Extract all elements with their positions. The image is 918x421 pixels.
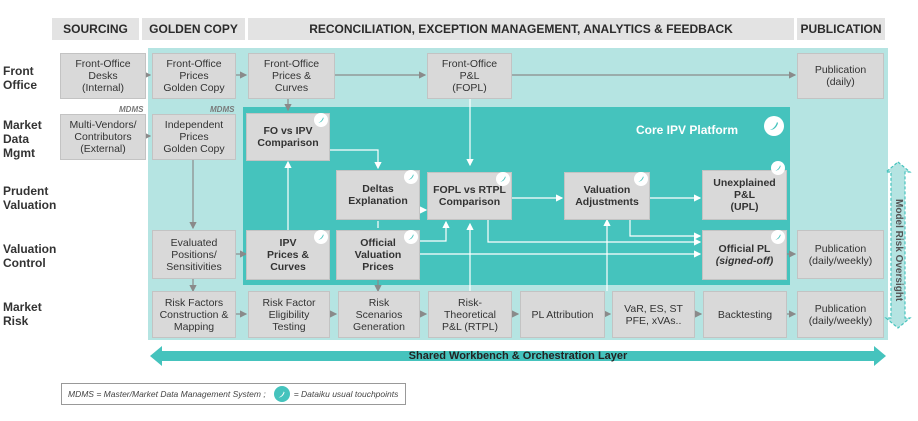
touchpoint-icon-ipv-prices [314,230,328,244]
box-rf-eligibility: Risk Factor Eligibility Testing [248,291,330,338]
box-fopl-vs-rtpl: FOPL vs RTPL Comparison [427,172,512,220]
row-label-valuation-control: Valuation Control [3,242,57,270]
box-fopl: Front-Office P&L (FOPL) [427,53,512,99]
touchpoint-icon-deltas [404,170,418,184]
box-rtpl: Risk- Theoretical P&L (RTPL) [428,291,512,338]
touchpoint-icon-official-pl [771,230,785,244]
header-reconciliation: RECONCILIATION, EXCEPTION MANAGEMENT, AN… [248,18,794,40]
box-pl-attribution: PL Attribution [520,291,605,338]
box-independent-prices: Independent Prices Golden Copy [152,114,236,160]
header-publication: PUBLICATION [797,18,885,40]
legend-dataiku-text: = Dataiku usual touchpoints [293,389,399,399]
box-publication-daily: Publication (daily) [797,53,884,99]
row-label-prudent-valuation: Prudent Valuation [3,184,57,212]
touchpoint-icon-valuation-adj [634,172,648,186]
box-evaluated-positions: Evaluated Positions/ Sensitivities [152,230,236,279]
box-multi-vendors: Multi-Vendors/ Contributors (External) [60,114,146,160]
touchpoint-icon-fopl-vs-rtpl [496,172,510,186]
shared-workbench-label: Shared Workbench & Orchestration Layer [408,350,628,362]
official-pl-subtitle: (signed-off) [715,255,774,267]
dataiku-bird-icon [764,116,784,136]
header-golden-copy: GOLDEN COPY [142,18,245,40]
box-fo-desks: Front-Office Desks (Internal) [60,53,146,99]
mdms-label-1: MDMS [119,105,144,114]
official-pl-title: Official PL [718,243,771,255]
legend-dataiku-icon [273,386,290,402]
touchpoint-icon-official-val [404,230,418,244]
touchpoint-icon-fo-vs-ipv [314,113,328,127]
row-label-market-risk: Market Risk [3,300,42,328]
mdms-label-2: MDMS [210,105,235,114]
row-label-front-office: Front Office [3,64,38,92]
box-ipv-prices: IPV Prices & Curves [246,230,330,280]
box-var-es: VaR, ES, ST PFE, xVAs.. [612,291,695,338]
header-sourcing: SOURCING [52,18,139,40]
box-fo-prices-golden-copy: Front-Office Prices Golden Copy [152,53,236,99]
core-platform-title: Core IPV Platform [636,123,739,137]
model-risk-oversight-label: Model Risk Oversight [893,199,904,302]
box-fo-prices-curves: Front-Office Prices & Curves [248,53,335,99]
legend: MDMS = Master/Market Data Management Sys… [61,383,406,405]
box-publication-daily-weekly-2: Publication (daily/weekly) [797,291,884,338]
box-risk-factors: Risk Factors Construction & Mapping [152,291,236,338]
touchpoint-icon-upl [771,161,785,175]
legend-mdms-text: MDMS = Master/Market Data Management Sys… [68,389,266,399]
row-label-market-data: Market Data Mgmt [3,118,42,160]
box-publication-daily-weekly-1: Publication (daily/weekly) [797,230,884,279]
box-unexplained-pl: Unexplained P&L (UPL) [702,170,787,220]
box-backtesting: Backtesting [703,291,787,338]
box-risk-scenarios: Risk Scenarios Generation [338,291,420,338]
